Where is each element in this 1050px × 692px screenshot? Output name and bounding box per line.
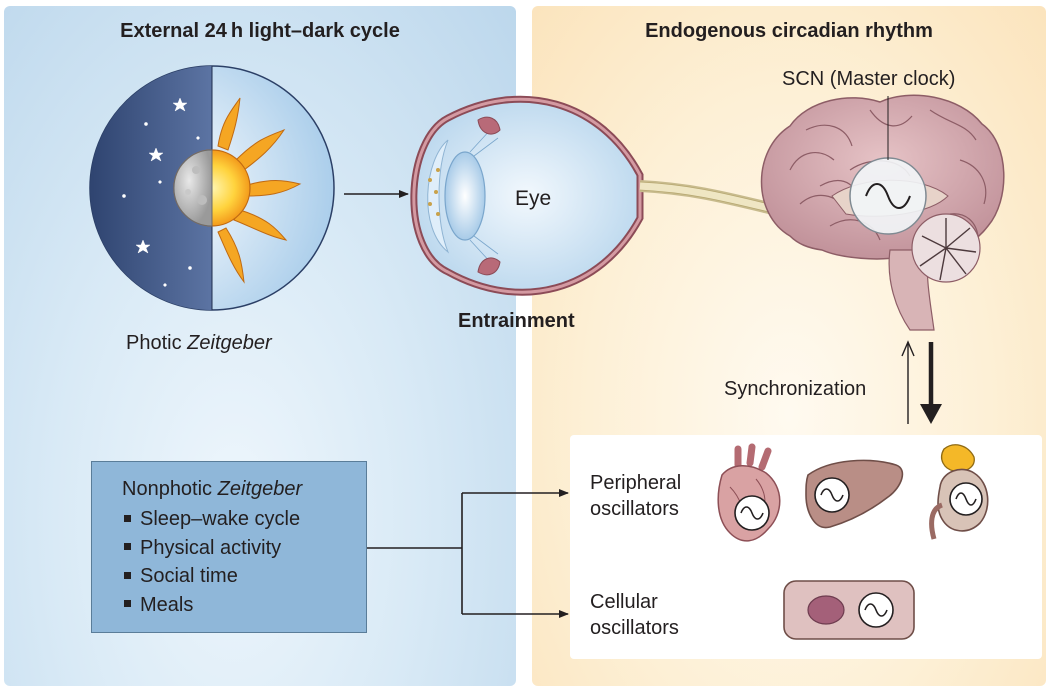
nonphotic-italic: Zeitgeber xyxy=(217,478,303,500)
brain-icon xyxy=(760,94,1005,331)
nonphotic-connector xyxy=(367,489,569,618)
cerebellum-icon xyxy=(911,213,981,283)
list-item-label: Sleep–wake cycle xyxy=(140,508,301,530)
photic-italic: Zeitgeber xyxy=(187,332,272,354)
oscillator-box xyxy=(570,435,1042,659)
synchronization-label: Synchronization xyxy=(724,378,867,400)
cellular-line2: oscillators xyxy=(590,617,679,639)
day-night-icon xyxy=(89,65,335,311)
list-item-label: Social time xyxy=(140,565,238,587)
photic-prefix: Photic xyxy=(126,332,188,354)
heart-icon xyxy=(717,443,781,542)
moon-icon xyxy=(173,149,213,227)
cellular-oscillators-label: Cellular oscillators xyxy=(590,589,679,641)
list-item-label: Meals xyxy=(140,593,194,616)
peripheral-line2: oscillators xyxy=(590,498,679,520)
list-item-label: Physical activity xyxy=(140,536,282,559)
synchronization-arrows xyxy=(901,340,942,424)
bullet-icon xyxy=(124,571,131,579)
peripheral-line1: Peripheral xyxy=(590,472,682,494)
star-icons xyxy=(122,97,200,287)
liver-icon xyxy=(805,459,904,529)
cell-icon xyxy=(783,580,915,640)
peripheral-oscillators-label: Peripheral oscillators xyxy=(590,470,681,522)
scn-clock-icon xyxy=(849,157,927,235)
left-panel-title: External 24 h light–dark cycle xyxy=(120,20,400,42)
list-item: Sleep–wake cycle xyxy=(122,505,366,534)
list-item: Meals xyxy=(122,591,366,620)
entrainment-label: Entrainment xyxy=(458,310,575,332)
bullet-icon xyxy=(124,600,131,608)
bullet-icon xyxy=(124,514,131,522)
nonphotic-zeitgeber-box: Nonphotic Zeitgeber Sleep–wake cycle Phy… xyxy=(91,461,367,633)
scn-label: SCN (Master clock) xyxy=(782,68,956,90)
eye-icon xyxy=(410,95,644,296)
right-panel-title: Endogenous circadian rhythm xyxy=(645,20,933,42)
nonphotic-title: Nonphotic Zeitgeber xyxy=(122,478,366,501)
bullet-icon xyxy=(124,543,131,551)
eye-label: Eye xyxy=(515,187,552,210)
kidney-icon xyxy=(929,444,989,540)
list-item: Physical activity xyxy=(122,534,366,563)
list-item: Social time xyxy=(122,562,366,591)
organ-graphics xyxy=(717,443,989,640)
cellular-line1: Cellular xyxy=(590,591,658,613)
photic-zeitgeber-label: Photic Zeitgeber xyxy=(126,332,272,355)
nonphotic-prefix: Nonphotic xyxy=(122,478,218,500)
